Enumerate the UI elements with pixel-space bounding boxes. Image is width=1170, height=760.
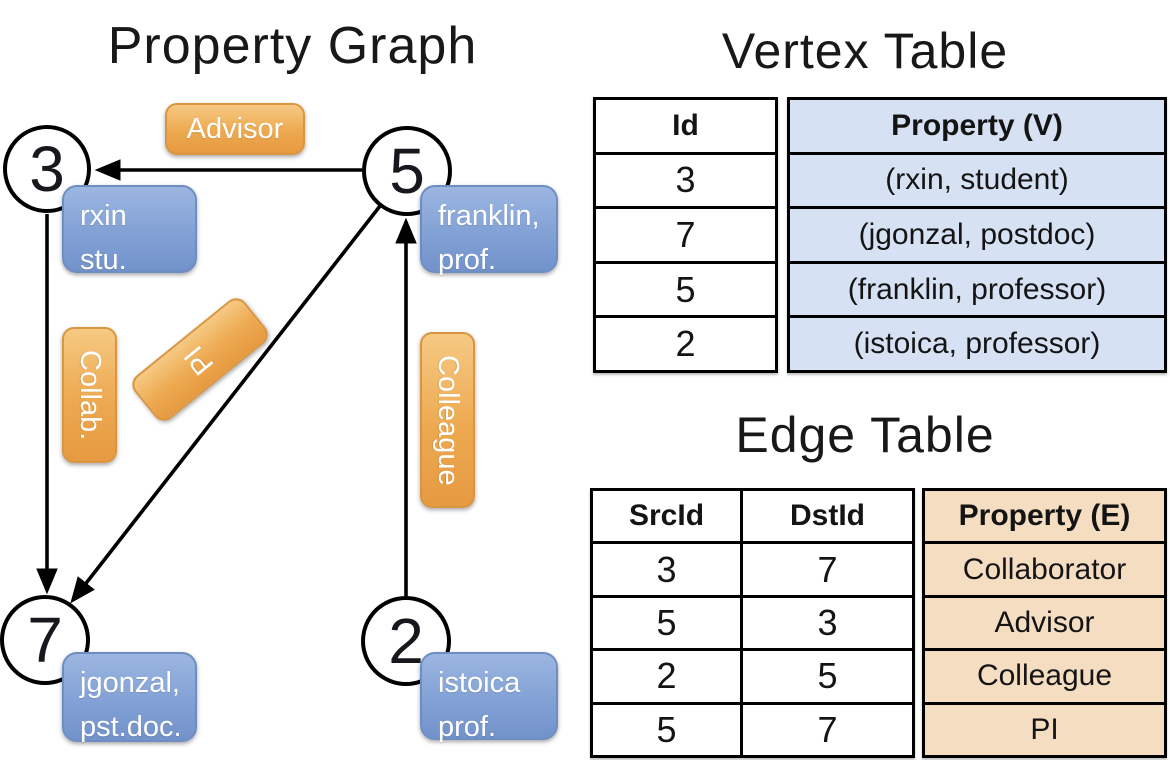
edge-table-srcid-column: SrcId 3 5 2 5 bbox=[593, 491, 740, 755]
vertex-property-line: rxin bbox=[80, 200, 127, 232]
edge-table-srcid-cell: 2 bbox=[593, 648, 740, 701]
edge-table-property-cell: PI bbox=[925, 701, 1164, 756]
edge-table-srcid-cell: 3 bbox=[593, 541, 740, 594]
edge-label-text: Colleague bbox=[432, 354, 464, 486]
vertex-table-id-cell: 7 bbox=[596, 206, 775, 261]
graph-edges-layer bbox=[36, 159, 417, 604]
node-5-id: 5 bbox=[389, 135, 425, 207]
vertex-table-property-cell: (jgonzal, postdoc) bbox=[790, 206, 1164, 261]
property-graph-title: Property Graph bbox=[107, 17, 478, 75]
vertex-table-property-cell: (franklin, professor) bbox=[790, 260, 1164, 316]
vertex-table-id-header: Id bbox=[672, 108, 699, 142]
vertex-table-property-cell: (istoica, professor) bbox=[790, 315, 1164, 370]
vertex-table-id-cell: 2 bbox=[596, 315, 775, 370]
edge-table-dstid-cell: 7 bbox=[743, 701, 912, 755]
vertex-table-property-cell: (rxin, student) bbox=[790, 151, 1164, 207]
vertex-property-line: pst.doc. bbox=[80, 710, 182, 743]
vertex-property-line: prof. bbox=[438, 243, 497, 276]
node-7-id: 7 bbox=[27, 604, 63, 676]
vertex-table-id-cell: 5 bbox=[596, 260, 775, 316]
vertex-table-property-header: Property (V) bbox=[790, 100, 1164, 152]
edge-table-property-cell: Collaborator bbox=[925, 541, 1164, 595]
vertex-property-line: prof. bbox=[438, 710, 497, 743]
vertex-table-id-column: Id 3 7 5 2 bbox=[593, 97, 778, 373]
vertex-table-id-cell: 3 bbox=[596, 151, 775, 207]
edge-table-property-header: Property (E) bbox=[925, 491, 1164, 542]
edge-table-id-columns: SrcId 3 5 2 5 DstId 7 3 5 7 bbox=[590, 488, 915, 758]
edge-table-dstid-header: DstId bbox=[790, 499, 865, 533]
node-3-id: 3 bbox=[29, 133, 65, 205]
edge-table-dstid-column: DstId 7 3 5 7 bbox=[740, 491, 912, 755]
edge-table-srcid-cell: 5 bbox=[593, 594, 740, 648]
edge-label-text: PI bbox=[178, 339, 221, 381]
vertex-property-box-istoica: istoica prof. bbox=[420, 652, 558, 743]
edge-table-dstid-cell: 3 bbox=[743, 594, 912, 648]
edge-table-property-column: Property (E) Collaborator Advisor Collea… bbox=[922, 488, 1167, 758]
edge-table-dstid-cell: 7 bbox=[743, 541, 912, 594]
node-5-circle: 5 bbox=[362, 126, 452, 216]
vertex-property-box-rxin: rxin stu. bbox=[62, 185, 197, 276]
edge-label-collab: Collab. bbox=[62, 327, 117, 463]
node-2-circle: 2 bbox=[361, 596, 451, 686]
edge-table-property-cell: Colleague bbox=[925, 648, 1164, 702]
vertex-property-line: stu. bbox=[80, 243, 127, 276]
vertex-property-line: jgonzal, bbox=[80, 667, 180, 699]
edge-label-colleague: Colleague bbox=[420, 332, 475, 508]
edge-table-srcid-header: SrcId bbox=[628, 499, 705, 533]
edge-table-srcid-cell: 5 bbox=[593, 701, 740, 755]
vertex-property-line: franklin, bbox=[438, 200, 540, 232]
edge-label-text: Collab. bbox=[74, 349, 106, 441]
vertex-property-box-franklin: franklin, prof. bbox=[420, 185, 558, 276]
edge-5-to-7-pi bbox=[70, 204, 382, 604]
vertex-property-box-jgonzal: jgonzal, pst.doc. bbox=[62, 652, 197, 743]
vertex-table-title: Vertex Table bbox=[721, 23, 1009, 79]
edge-table-dstid-cell: 5 bbox=[743, 648, 912, 701]
node-2-id: 2 bbox=[388, 605, 424, 677]
vertex-table-property-column: Property (V) (rxin, student) (jgonzal, p… bbox=[787, 97, 1167, 373]
edge-label-advisor: Advisor bbox=[165, 103, 305, 155]
edge-table-title: Edge Table bbox=[735, 407, 995, 463]
edge-table-property-cell: Advisor bbox=[925, 594, 1164, 649]
vertex-property-line: istoica bbox=[438, 667, 521, 699]
edge-label-text: Advisor bbox=[186, 112, 284, 145]
